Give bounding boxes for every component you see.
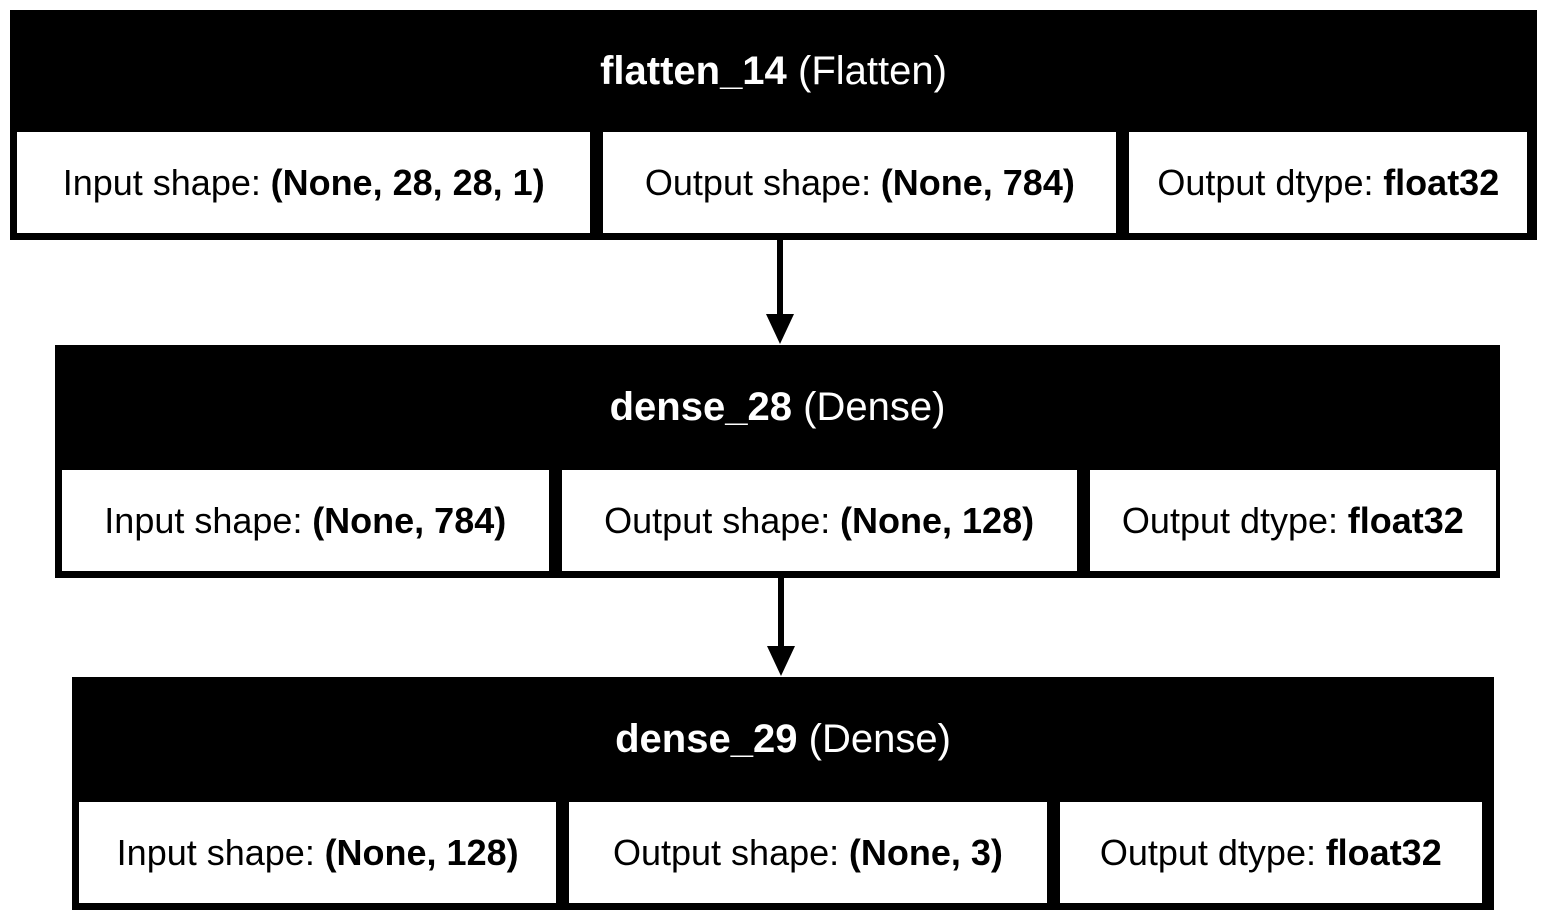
input-shape-label: Input shape: — [62, 161, 261, 203]
arrow-flatten14-to-dense28 — [766, 240, 794, 344]
output-shape-cell: Output shape: (None, 3) — [569, 802, 1047, 903]
output-shape-label: Output shape: — [604, 499, 831, 541]
output-dtype-label: Output dtype: — [1121, 499, 1339, 541]
output-dtype-value: float32 — [1383, 161, 1500, 203]
output-shape-label: Output shape: — [644, 161, 872, 203]
layer-title: dense_28 (Dense) — [55, 345, 1500, 470]
output-shape-value: (None, 128) — [840, 499, 1035, 541]
output-shape-cell: Output shape: (None, 128) — [561, 470, 1077, 571]
layer-detail-row: Input shape: (None, 128) Output shape: (… — [79, 802, 1487, 903]
output-shape-cell: Output shape: (None, 784) — [603, 132, 1117, 233]
layer-type: (Dense) — [803, 385, 946, 429]
output-shape-label: Output shape: — [612, 831, 840, 873]
output-shape-value: (None, 3) — [848, 831, 1003, 873]
layer-name: dense_28 — [609, 385, 792, 429]
output-dtype-value: float32 — [1347, 499, 1464, 541]
output-dtype-cell: Output dtype: float32 — [1089, 470, 1497, 571]
layer-type: (Dense) — [808, 717, 951, 761]
output-dtype-value: float32 — [1325, 831, 1442, 873]
input-shape-value: (None, 128) — [324, 831, 519, 873]
input-shape-cell: Input shape: (None, 128) — [79, 802, 557, 903]
layer-type: (Flatten) — [798, 48, 947, 93]
layer-detail-row: Input shape: (None, 28, 28, 1) Output sh… — [17, 132, 1530, 233]
input-shape-label: Input shape: — [104, 499, 303, 541]
layer-name: dense_29 — [615, 717, 798, 761]
layer-node-flatten-14: flatten_14 (Flatten) Input shape: (None,… — [10, 10, 1537, 240]
input-shape-value: (None, 28, 28, 1) — [270, 161, 545, 203]
input-shape-cell: Input shape: (None, 28, 28, 1) — [17, 132, 591, 233]
layer-title: flatten_14 (Flatten) — [10, 10, 1537, 132]
layer-node-dense-28: dense_28 (Dense) Input shape: (None, 784… — [55, 345, 1500, 578]
arrow-dense28-to-dense29 — [767, 578, 795, 676]
output-dtype-label: Output dtype: — [1157, 161, 1374, 203]
layer-node-dense-29: dense_29 (Dense) Input shape: (None, 128… — [72, 677, 1494, 910]
output-dtype-label: Output dtype: — [1099, 831, 1316, 873]
layer-detail-row: Input shape: (None, 784) Output shape: (… — [62, 470, 1497, 571]
layer-name: flatten_14 — [600, 48, 787, 93]
input-shape-value: (None, 784) — [312, 499, 507, 541]
layer-title: dense_29 (Dense) — [72, 677, 1494, 802]
input-shape-cell: Input shape: (None, 784) — [62, 470, 549, 571]
output-shape-value: (None, 784) — [880, 161, 1075, 203]
output-dtype-cell: Output dtype: float32 — [1129, 132, 1528, 233]
input-shape-label: Input shape: — [116, 831, 315, 873]
output-dtype-cell: Output dtype: float32 — [1059, 802, 1482, 903]
